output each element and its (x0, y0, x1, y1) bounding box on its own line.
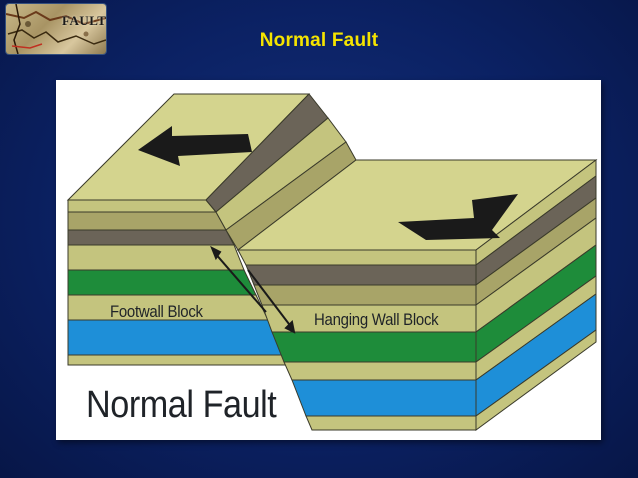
fault-slip-arrows (210, 245, 296, 334)
footwall-front-layer-green (67, 269, 257, 296)
footwall-front-layer-tan-1 (67, 199, 218, 213)
hanging-front-layer-blue (291, 379, 477, 417)
footwall-front-layer-blue (67, 319, 283, 356)
hanging-wall-motion-arrow (398, 194, 518, 240)
hanging-slip-arrowhead (284, 319, 296, 334)
footwall-front-layer-dark (67, 229, 235, 246)
footwall-front-layer-tan-5 (67, 354, 289, 366)
logo-text: FAULT (62, 13, 106, 28)
footwall-motion-arrow (138, 126, 252, 166)
slide-title: Normal Fault (259, 30, 379, 51)
hanging-front-layer-green (271, 331, 477, 363)
hanging-front-layer-tan-5 (305, 415, 477, 431)
hanging-front-layer-tan-1 (237, 249, 477, 266)
normal-fault-diagram (66, 93, 598, 431)
footwall-front-layer-tan-2 (67, 211, 227, 231)
footwall-slip-line (213, 251, 267, 313)
hanging-side-layer-tan-5 (475, 329, 597, 431)
fault-logo-artwork (6, 4, 106, 54)
fault-diagram-panel: Footwall Block Hanging Wall Block Normal… (56, 80, 601, 440)
hanging-slip-line (247, 269, 293, 329)
hanging-front-layer-tan-4 (283, 361, 477, 381)
fault-logo: FAULT (6, 4, 106, 54)
footwall-block-label: Footwall Block (110, 302, 203, 321)
footwall-slip-arrowhead (210, 245, 222, 261)
hanging-front-layer-dark (245, 264, 477, 286)
hanging-wall-block-label: Hanging Wall Block (314, 310, 439, 329)
hanging-front-layer-tan-2 (253, 284, 477, 306)
diagram-title: Normal Fault (86, 384, 277, 426)
